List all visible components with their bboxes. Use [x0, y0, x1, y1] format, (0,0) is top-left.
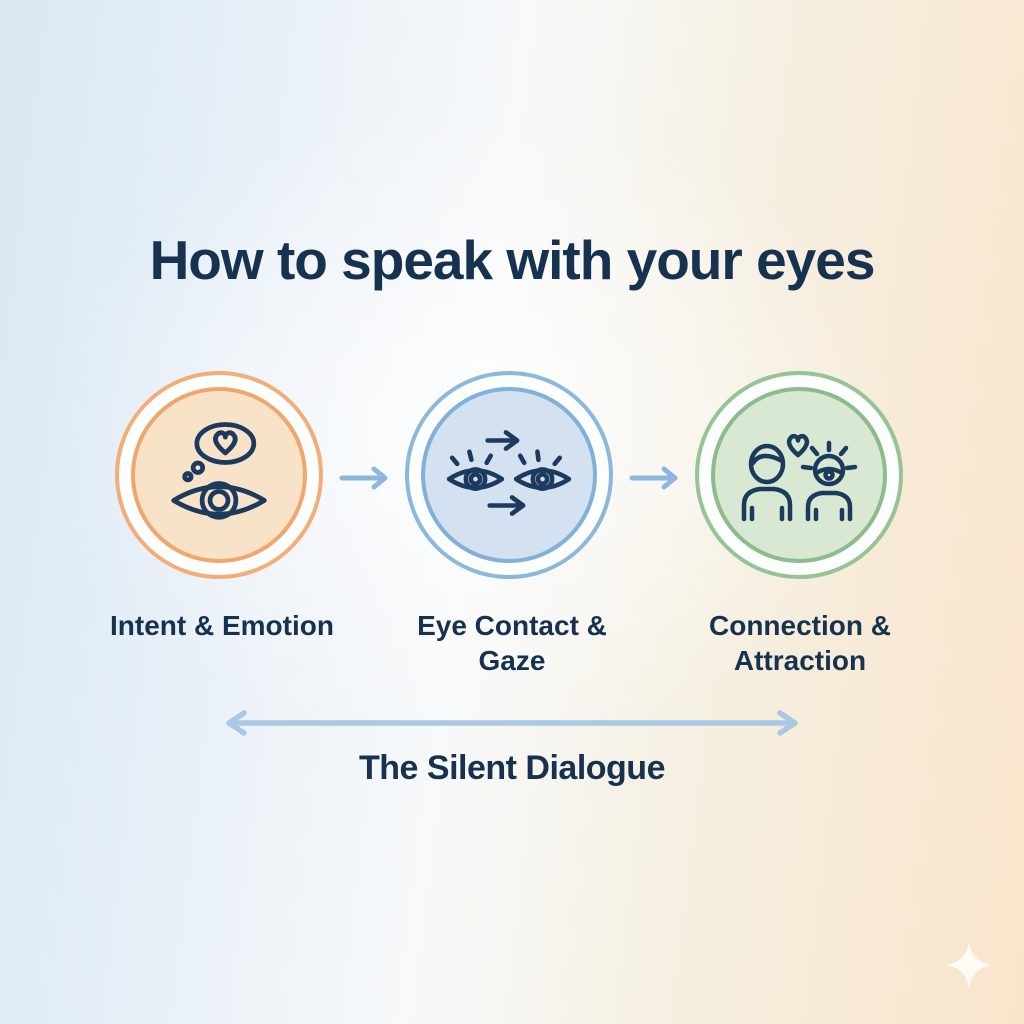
footer-label: The Silent Dialogue	[359, 749, 665, 787]
step-circle-connection-attraction-inner	[711, 387, 887, 563]
right-arrow-icon	[338, 465, 396, 496]
mutual-gaze-eyes-icon	[443, 428, 575, 523]
page-title: How to speak with your eyes	[149, 229, 876, 291]
step-circle-eye-contact-gaze	[405, 371, 613, 579]
step-circle-intent-emotion	[115, 371, 323, 579]
two-people-heart-icon	[734, 423, 864, 528]
eye-with-thought-heart-icon	[161, 415, 277, 536]
sparkle-icon	[945, 941, 993, 994]
right-arrow-icon	[628, 465, 686, 496]
double-headed-arrow-icon	[217, 708, 807, 743]
step-label-intent-emotion: Intent & Emotion	[110, 610, 334, 641]
step-circle-eye-contact-gaze-inner	[421, 387, 597, 563]
step-circle-intent-emotion-inner	[131, 387, 307, 563]
step-circle-connection-attraction	[695, 371, 903, 579]
step-label-connection-attraction: Connection & Attraction	[709, 610, 891, 676]
step-label-eye-contact-gaze: Eye Contact & Gaze	[417, 610, 607, 676]
